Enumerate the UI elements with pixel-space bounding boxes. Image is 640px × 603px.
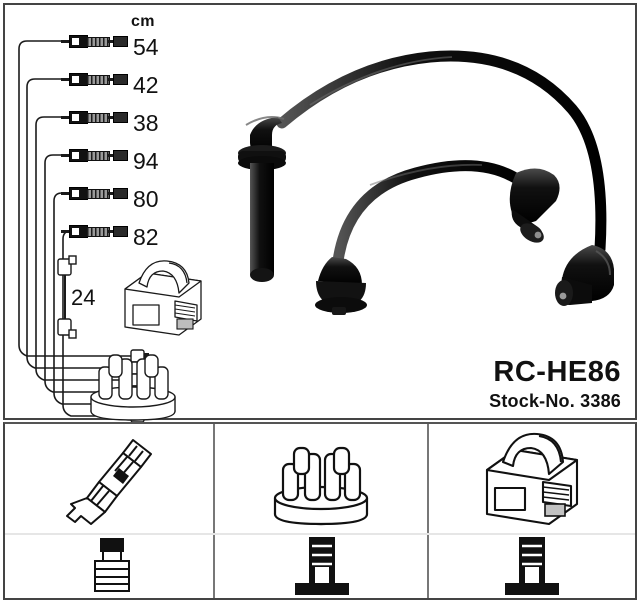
coil-module-line-drawing: [124, 260, 202, 336]
cable-length-4: 94: [133, 148, 159, 174]
cable-length-2: 42: [133, 72, 159, 98]
legend-cell-spark-plug[interactable]: [5, 424, 213, 592]
right-angle-boot-lower: [555, 245, 614, 306]
title-block: RC-HE86 Stock-No. 3386: [489, 357, 621, 412]
cable-length-3: 38: [133, 110, 159, 136]
spark-plug-boot-long: [238, 116, 286, 282]
legend-divider-1: [213, 424, 215, 598]
spark-plug-boot-short: [315, 257, 367, 315]
spark-plug-icon: [66, 439, 152, 525]
legend-panel: [3, 422, 637, 600]
cable-length-1: 54: [133, 34, 159, 60]
right-angle-boot-upper: [509, 168, 560, 243]
distributor-cap-line-drawing: [90, 354, 176, 421]
cable-length-5: 80: [133, 186, 159, 212]
cap-terminal-icon: [295, 537, 349, 595]
distributor-cap-icon: [273, 446, 369, 526]
cable-terminal-row-5: [61, 186, 128, 200]
legend-cell-ignition-coil[interactable]: [429, 424, 635, 595]
legend-divider-2: [427, 424, 429, 598]
ignition-coil-icon: [485, 432, 579, 526]
coil-terminal-icon: [505, 537, 559, 595]
jumper-cable-schematic: [57, 255, 77, 339]
legend-cell-distributor-cap[interactable]: [215, 424, 427, 595]
ignition-cable-set-photo: [238, 50, 614, 315]
cable-terminal-row-4: [61, 148, 128, 162]
jumper-length-label: 24: [71, 285, 96, 310]
legend-divider-horizontal: [5, 533, 635, 535]
cable-terminal-row-6: [61, 224, 128, 238]
main-diagram-panel: cm 54 42 38 94 80 82: [3, 3, 637, 422]
spark-plug-terminal-icon: [94, 538, 130, 592]
unit-header: cm: [131, 13, 155, 30]
cable-length-list: cm 54 42 38 94 80 82: [5, 5, 220, 422]
cable-terminal-row-3: [61, 110, 128, 124]
cable-terminal-row-2: [61, 72, 128, 86]
product-title: RC-HE86: [493, 356, 621, 388]
cable-terminal-row-1: [61, 34, 128, 48]
cable-length-6: 82: [133, 224, 159, 250]
stock-number: Stock-No. 3386: [489, 391, 621, 412]
